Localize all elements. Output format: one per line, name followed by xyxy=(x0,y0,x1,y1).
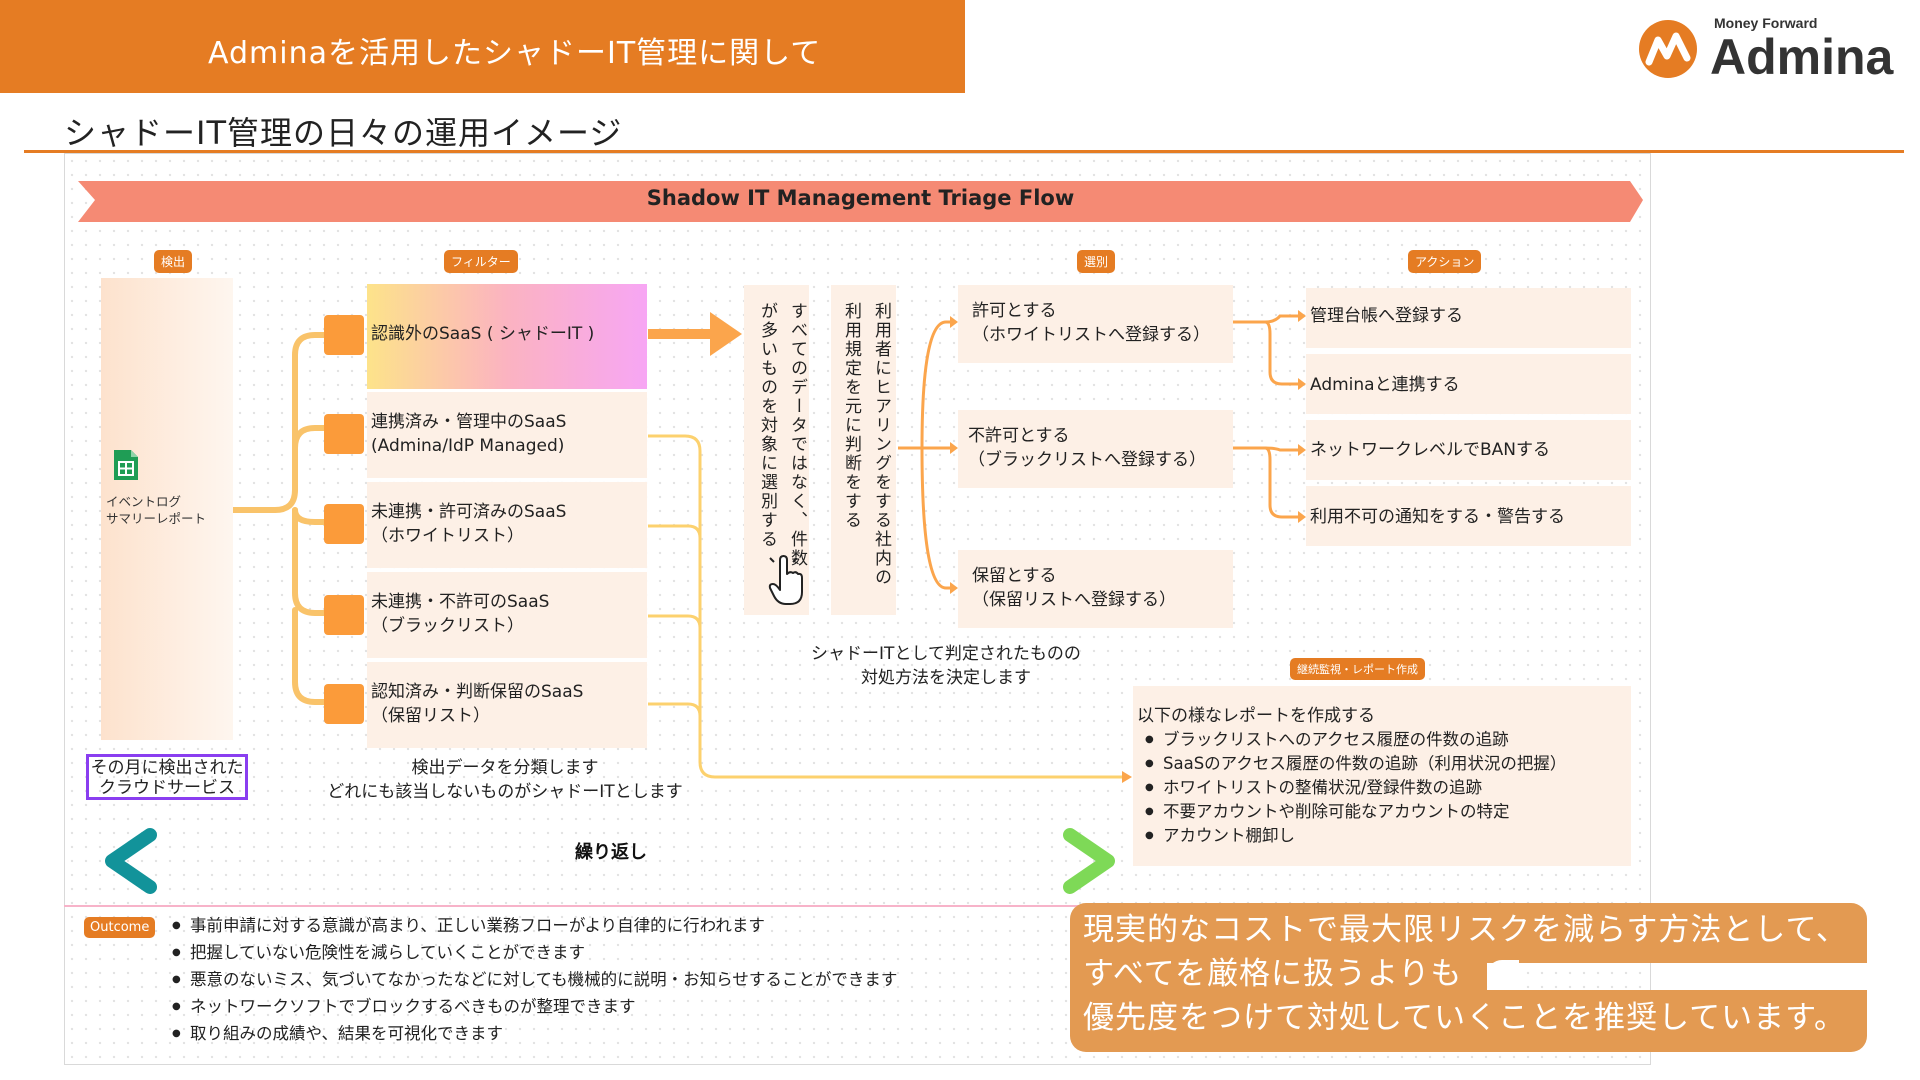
report-title: 以下の様なレポートを作成する xyxy=(1137,706,1375,726)
filter-item-shadow-it: 認識外のSaaS ( シャドーIT ) xyxy=(367,284,647,389)
source-label: イベントログ サマリーレポート xyxy=(106,493,206,527)
filter-tree-lines xyxy=(230,332,328,705)
filter-item-blacklist: 未連携・不許可のSaaS （ブラックリスト） xyxy=(367,572,647,658)
brand-logo: Money Forward Admina xyxy=(1639,15,1895,84)
stage-tag-action: アクション xyxy=(1408,250,1482,273)
callout-notch xyxy=(1487,960,1519,990)
header-bar xyxy=(0,0,965,93)
filter-line: 未連携・許可済みのSaaS xyxy=(371,502,567,522)
brand-mark-icon xyxy=(1639,20,1697,78)
action-register-ledger: 管理台帳へ登録する xyxy=(1306,288,1631,348)
filter-marker-2 xyxy=(324,414,364,454)
report-list: ブラックリストへのアクセス履歴の件数の追跡 SaaSのアクセス履歴の件数の追跡（… xyxy=(1143,728,1631,848)
decision-line: （ホワイトリストへ登録する） xyxy=(972,325,1210,345)
filter-line: （ホワイトリスト） xyxy=(371,526,524,546)
filter-caption-line-1: 検出データを分類します xyxy=(411,758,599,778)
decision-pending: 保留とする （保留リストへ登録する） xyxy=(958,550,1233,628)
decision-branch-lines xyxy=(898,320,952,590)
repeat-arrow xyxy=(105,828,1115,894)
decision-allow: 許可とする （ホワイトリストへ登録する） xyxy=(958,285,1233,363)
report-item: 不要アカウントや削除可能なアカウントの特定 xyxy=(1143,800,1631,824)
source-caption-line-1: その月に検出された xyxy=(90,758,244,778)
filter-line: （ブラックリスト） xyxy=(371,616,524,636)
callout-line-3: 優先度をつけて対処していくことを推奨しています。 xyxy=(1083,1000,1847,1036)
flow-banner-arrow xyxy=(78,181,1643,222)
outcome-item: 取り組みの成績や、結果を可視化できます xyxy=(170,1020,897,1047)
callout-bg-bottom xyxy=(1070,990,1867,1052)
stage-tag-select: 選別 xyxy=(1077,250,1116,273)
source-label-line-1: イベントログ xyxy=(106,494,182,509)
filter-caption-line-2: どれにも該当しないものがシャドーITとします xyxy=(327,782,683,802)
action-notify-warn: 利用不可の通知をする・警告する xyxy=(1306,486,1631,546)
report-item: ブラックリストへのアクセス履歴の件数の追跡 xyxy=(1143,728,1631,752)
decision-deny: 不許可とする （ブラックリストへ登録する） xyxy=(958,410,1233,488)
report-route-lines xyxy=(648,434,1125,779)
filter-marker-3 xyxy=(324,504,364,544)
decision-caption: シャドーITとして判定されたものの 対処方法を決定します xyxy=(786,642,1106,690)
outcome-item: 把握していない危険性を減らしていくことができます xyxy=(170,939,897,966)
filter-item-pending: 認知済み・判断保留のSaaS （保留リスト） xyxy=(367,662,647,748)
flow-banner-title: Shadow IT Management Triage Flow xyxy=(646,186,1075,210)
report-item: ホワイトリストの整備状況/登録件数の追跡 xyxy=(1143,776,1631,800)
stage-tag-detect: 検出 xyxy=(154,250,193,273)
filter-line: 認識外のSaaS ( シャドーIT ) xyxy=(371,324,595,344)
decision-line: 保留とする xyxy=(972,566,1057,586)
filter-item-managed: 連携済み・管理中のSaaS (Admina/IdP Managed) xyxy=(367,392,647,478)
outcome-item: 事前申請に対する意識が高まり、正しい業務フローがより自律的に行われます xyxy=(170,912,897,939)
spreadsheet-icon xyxy=(114,450,138,480)
callout-text: 現実的なコストで最大限リスクを減らす方法として、 すべてを厳格に扱うよりも 優先… xyxy=(1083,908,1848,1040)
stage-tag-monitor: 継続監視・レポート作成 xyxy=(1290,658,1425,680)
filter-box-shadow-it xyxy=(367,284,647,389)
select-note-2: 利用者にヒアリングをする社内の利用規定を元に判断をする xyxy=(841,302,891,587)
select-note-box-2 xyxy=(831,285,896,615)
filter-line: (Admina/IdP Managed) xyxy=(371,436,565,456)
filter-marker-5 xyxy=(324,684,364,724)
filter-line: （保留リスト） xyxy=(371,706,490,726)
report-item: SaaSのアクセス履歴の件数の追跡（利用状況の把握） xyxy=(1143,752,1631,776)
callout-bg-top xyxy=(1070,903,1867,963)
decision-caption-line-1: シャドーITとして判定されたものの xyxy=(811,644,1081,664)
filter-item-whitelist: 未連携・許可済みのSaaS （ホワイトリスト） xyxy=(367,482,647,568)
decision-caption-line-2: 対処方法を決定します xyxy=(861,668,1031,688)
subtitle-rule xyxy=(24,150,1904,153)
filter-marker-1 xyxy=(324,315,364,355)
callout-line-1: 現実的なコストで最大限リスクを減らす方法として、 xyxy=(1083,912,1848,948)
callout-line-2: すべてを厳格に扱うよりも xyxy=(1083,956,1463,992)
filter-marker-4 xyxy=(324,595,364,635)
filter-caption: 検出データを分類します どれにも該当しないものがシャドーITとします xyxy=(310,756,700,804)
brand-small-text: Money Forward xyxy=(1714,15,1817,31)
filter-line: 未連携・不許可のSaaS xyxy=(371,592,550,612)
pointing-hand-icon xyxy=(768,552,803,605)
select-note-1: すべてのデータではなく、件数が多いものを対象に選別する xyxy=(757,302,807,568)
source-label-line-2: サマリーレポート xyxy=(106,511,207,526)
outcome-list: 事前申請に対する意識が高まり、正しい業務フローがより自律的に行われます 把握して… xyxy=(170,912,897,1047)
stage-tag-filter: フィルター xyxy=(444,250,518,273)
decision-line: 不許可とする xyxy=(968,426,1070,446)
callout-bg-middle xyxy=(1070,960,1487,990)
report-item: アカウント棚卸し xyxy=(1143,824,1631,848)
decision-line: （保留リストへ登録する） xyxy=(972,590,1176,610)
repeat-label: 繰り返し xyxy=(575,842,647,863)
outcome-tag: Outcome xyxy=(84,917,156,938)
slide-subtitle: シャドーIT管理の日々の運用イメージ xyxy=(64,114,623,152)
source-card xyxy=(101,278,233,740)
decision-line: （ブラックリストへ登録する） xyxy=(968,450,1206,470)
action-connect-admina: Adminaと連携する xyxy=(1306,354,1631,414)
outcome-item: ネットワークソフトでブロックするべきものが整理できます xyxy=(170,993,897,1020)
outcome-item: 悪意のないミス、気づいてなかったなどに対しても機械的に説明・お知らせすることがで… xyxy=(170,966,897,993)
action-network-ban: ネットワークレベルでBANする xyxy=(1306,420,1631,480)
decision-line: 許可とする xyxy=(972,301,1057,321)
source-caption: その月に検出された クラウドサービス xyxy=(86,754,248,800)
report-box: 以下の様なレポートを作成する ブラックリストへのアクセス履歴の件数の追跡 Saa… xyxy=(1133,686,1631,866)
action-branch-lines xyxy=(1232,314,1300,519)
select-note-box-1 xyxy=(744,285,809,615)
filter-line: 認知済み・判断保留のSaaS xyxy=(371,682,584,702)
brand-name-text: Admina xyxy=(1710,29,1895,84)
filter-line: 連携済み・管理中のSaaS xyxy=(371,412,567,432)
source-caption-line-2: クラウドサービス xyxy=(99,778,235,798)
header-title: Adminaを活用したシャドーIT管理に関して xyxy=(208,36,822,71)
